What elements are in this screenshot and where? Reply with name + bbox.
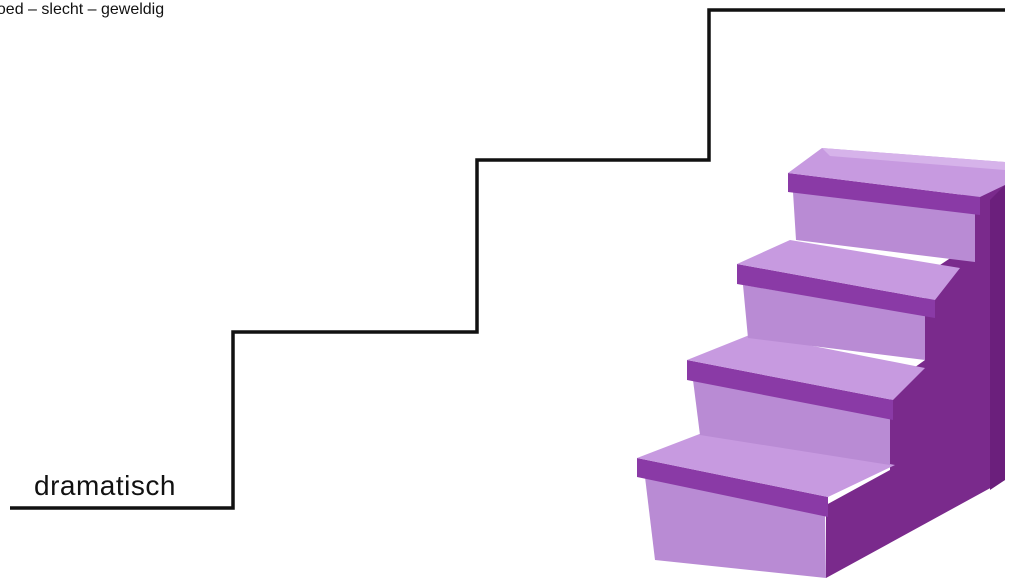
step-2-riser	[693, 380, 890, 465]
step-4-nosing	[788, 173, 980, 215]
step-1-label: dramatisch	[34, 470, 176, 501]
step-2-tread	[687, 334, 925, 400]
step-4-highlight	[822, 148, 1005, 170]
staircase-outline	[10, 8, 1005, 510]
stairs-side-panel	[826, 185, 1005, 578]
step-1-nosing	[637, 458, 828, 517]
step-1-riser	[645, 477, 826, 578]
step-3-tread	[737, 240, 960, 300]
step-4-riser	[793, 192, 975, 262]
step-3-riser	[743, 285, 925, 360]
stairs-side-shadow	[990, 185, 1005, 490]
step-1-tread	[637, 430, 895, 497]
instruction-text: goed – slecht – geweldig	[0, 1, 165, 18]
step-3-nosing	[737, 264, 935, 318]
step-2-nosing	[687, 360, 893, 420]
